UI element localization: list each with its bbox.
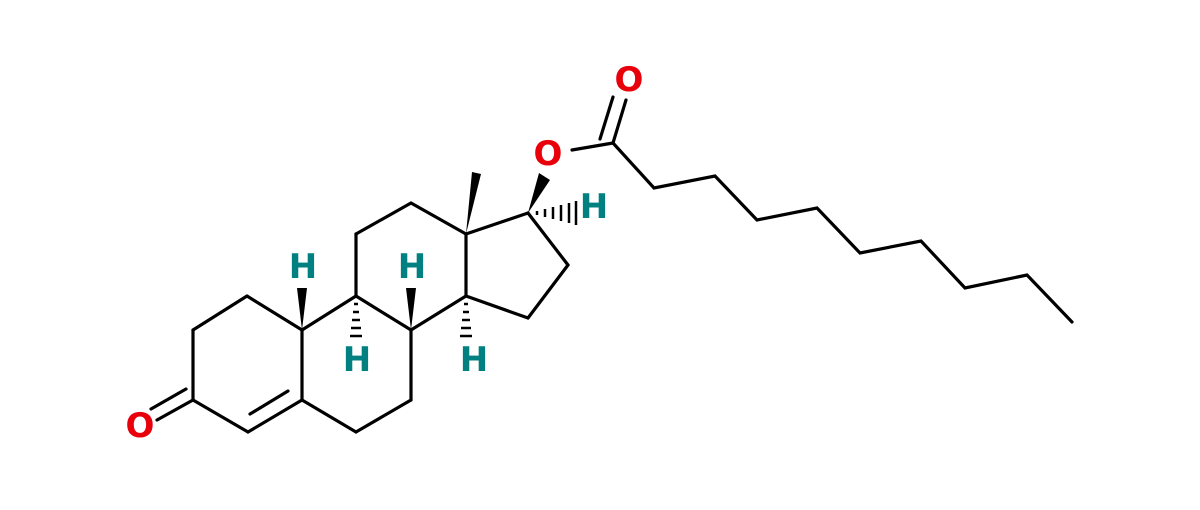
bond-c12-c13 bbox=[409, 201, 468, 236]
hash-c17-h bbox=[535, 201, 578, 225]
bond-c7-c6 bbox=[354, 398, 413, 434]
atom-ester-oxygen: O bbox=[534, 134, 563, 174]
bond-c13-c17 bbox=[464, 211, 530, 236]
bond-c2-c1 bbox=[191, 294, 249, 332]
bond-o-ccarbonyl bbox=[570, 141, 615, 152]
bond-ccarbonyl-o-b bbox=[598, 95, 615, 141]
bond-alkyl-chain bbox=[611, 141, 1074, 324]
bond-c16-c15 bbox=[526, 263, 570, 320]
atom-hydrogen-c9: H bbox=[343, 340, 371, 380]
bond-c6-c5 bbox=[300, 398, 358, 434]
atom-hydrogen-c14: H bbox=[460, 340, 488, 380]
stereo-bonds bbox=[297, 172, 578, 338]
bond-lines bbox=[149, 95, 1074, 434]
hash-c14-h bbox=[460, 302, 472, 338]
bond-c1-c10 bbox=[245, 294, 304, 332]
hash-c9-h bbox=[350, 302, 362, 338]
atom-ketone-oxygen: O bbox=[126, 406, 155, 446]
wedge-c8-h bbox=[406, 288, 416, 330]
bond-c14-c8 bbox=[409, 294, 468, 332]
atom-hydrogen-c17: H bbox=[580, 187, 608, 227]
bond-c10-c9 bbox=[300, 294, 358, 332]
bond-c5-c4 bbox=[246, 398, 304, 434]
bond-c3-o-b bbox=[149, 387, 188, 411]
bond-c11-c12 bbox=[354, 201, 413, 236]
atom-hydrogen-c8: H bbox=[398, 247, 426, 287]
bond-c17-c16 bbox=[526, 211, 570, 267]
bond-c15-c14 bbox=[464, 294, 530, 320]
bond-c5-c4-double bbox=[248, 389, 290, 416]
bond-c3-o-a bbox=[155, 398, 195, 422]
bond-ccarbonyl-o-a bbox=[611, 98, 628, 145]
atom-hydrogen-c10: H bbox=[289, 247, 317, 287]
atom-carbonyl-oxygen: O bbox=[615, 60, 644, 100]
wedge-c13-methyl bbox=[466, 172, 481, 234]
bond-c9-c8 bbox=[354, 294, 413, 332]
wedge-c10-h bbox=[297, 288, 307, 330]
bond-c4-c3 bbox=[191, 398, 250, 434]
wedge-c17-o bbox=[528, 173, 550, 213]
atom-labels: O O O H H H H H bbox=[126, 60, 644, 446]
